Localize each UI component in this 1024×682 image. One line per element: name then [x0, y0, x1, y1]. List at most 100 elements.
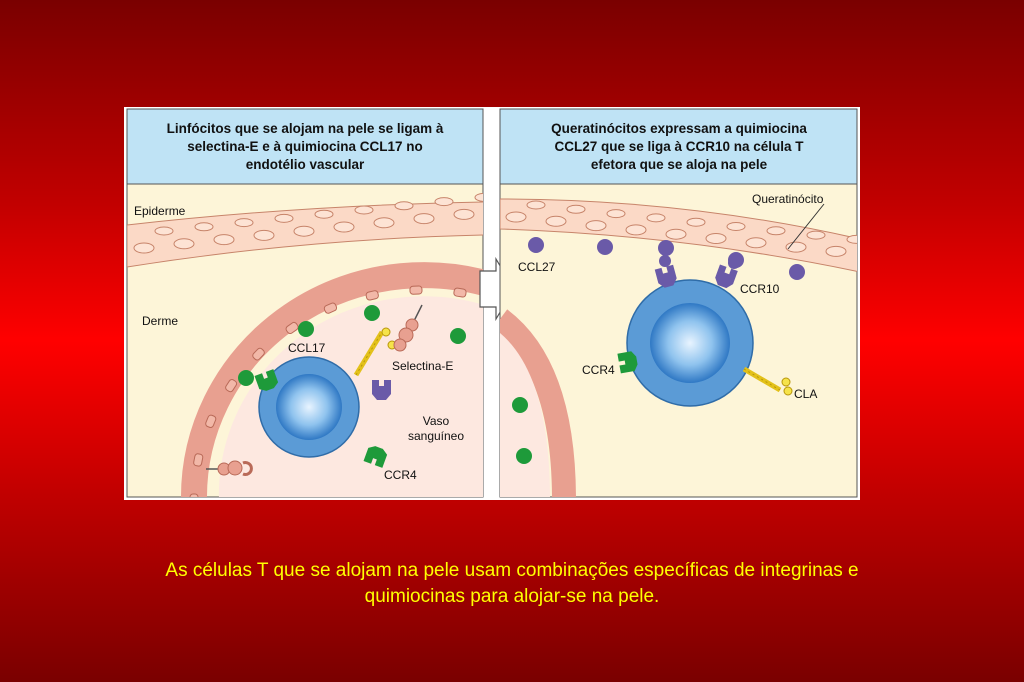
ccr10-label: CCR10 [740, 282, 780, 296]
ccr4-receptor-right [617, 351, 638, 374]
e-selectin [206, 460, 253, 476]
right-title-line-1: Queratinócitos expressam a quimiocina [551, 121, 807, 136]
cell-nucleus [474, 192, 483, 202]
left-title-line-1: Linfócitos que se alojam na pele se liga… [167, 121, 444, 136]
endothelial-cell [225, 379, 238, 393]
cla-label: CLA [794, 387, 817, 401]
cell-nucleus [646, 213, 666, 223]
caption: As células T que se alojam na pele usam … [40, 558, 984, 610]
endothelial-cell [409, 285, 423, 295]
vessel-lumen-right [500, 333, 550, 497]
ccr4-label-right: CCR4 [582, 363, 615, 377]
cell-nucleus [806, 230, 826, 240]
right-panel: Queratinócitos expressam a quimiocina CC… [499, 108, 858, 498]
ccl17-chemokine [364, 305, 380, 321]
ccr4-receptor [363, 446, 388, 468]
epidermis-label: Epiderme [134, 204, 186, 218]
ccl17-chemokine [512, 397, 528, 413]
cell-nucleus [173, 238, 195, 250]
ccl27-label: CCL27 [518, 260, 556, 274]
ccl17-chemokine [298, 321, 314, 337]
cell-nucleus [566, 204, 586, 214]
cell-nucleus [545, 215, 567, 227]
cell-nucleus [394, 201, 414, 211]
cell-nucleus [665, 228, 687, 240]
ccl27-chemokine [597, 239, 613, 255]
vessel-label-1: Vaso [423, 414, 450, 428]
endothelial-cell [365, 290, 379, 301]
figure: Linfócitos que se alojam na pele se liga… [124, 107, 860, 500]
cell-nucleus [373, 217, 395, 229]
endothelial-cell [323, 302, 338, 314]
cell-nucleus [705, 233, 727, 244]
right-title-line-3: efetora que se aloja na pele [591, 157, 768, 172]
left-header [126, 108, 484, 185]
left-title-line-2: selectina-E e à quimiocina CCL17 no [187, 139, 423, 154]
ccl27-chemokine [528, 237, 544, 253]
keratinocyte-label: Queratinócito [752, 192, 824, 206]
vessel-wall [181, 262, 483, 497]
cell-nucleus [333, 221, 355, 233]
cell-nucleus [293, 225, 315, 237]
endothelial-cell [193, 453, 204, 467]
cell-nucleus [585, 220, 607, 232]
cell-nucleus [625, 224, 647, 236]
cell-nucleus [234, 218, 254, 228]
e-selectin [393, 304, 423, 352]
cell-nucleus [606, 209, 626, 219]
cla-ligand [742, 366, 793, 396]
endothelial-cell [205, 414, 217, 428]
keratinocyte-pointer [787, 203, 825, 250]
cell-nucleus [686, 217, 706, 227]
ccl27-chemokine [789, 264, 805, 280]
cell-nucleus [354, 205, 374, 215]
cell-nucleus [314, 209, 334, 219]
endothelial-cell [453, 287, 467, 298]
ccr10-receptor [715, 264, 738, 289]
cell-nucleus [453, 208, 475, 220]
cell-nucleus [726, 222, 746, 231]
right-title-line-2: CCL27 que se liga à CCR10 na célula T [554, 139, 804, 154]
endothelial-cells [189, 285, 467, 497]
cell-nucleus [825, 245, 847, 257]
endothelial-cell [285, 321, 299, 335]
ccr4-receptor [254, 369, 279, 391]
effector-t-cell-nucleus [650, 303, 730, 383]
cell-nucleus [745, 237, 767, 249]
vessel-wall-right [500, 309, 576, 497]
ligand-receptor [372, 380, 391, 400]
e-selectin-label: Selectina-E [392, 359, 453, 373]
caption-line-1: As células T que se alojam na pele usam … [165, 560, 859, 581]
lymphocyte-nucleus [276, 374, 342, 440]
ccr4-label-left: CCR4 [384, 468, 417, 482]
ccl27-bound [659, 255, 671, 267]
cell-nucleus [766, 226, 786, 236]
cell-nucleus [194, 222, 214, 232]
cell-nucleus [505, 211, 527, 223]
cell-nucleus [413, 213, 435, 225]
keratinocyte-cells-right [505, 200, 857, 257]
right-header [499, 108, 858, 185]
cell-nucleus [274, 213, 294, 223]
ccl17-chemokine [450, 328, 466, 344]
ccl27-chemokine [658, 240, 674, 256]
cell-nucleus [213, 234, 235, 246]
ccl27-bound [728, 257, 740, 269]
dermis-label: Derme [142, 314, 178, 328]
ccl17-label: CCL17 [288, 341, 326, 355]
keratinocyte-cells-left [133, 192, 483, 254]
cell-nucleus [846, 234, 857, 244]
left-panel: Linfócitos que se alojam na pele se liga… [126, 108, 484, 498]
caption-line-2: quimiocinas para alojar-se na pele. [364, 586, 660, 607]
left-title-line-3: endotélio vascular [246, 157, 365, 172]
cell-nucleus [434, 197, 454, 207]
vessel-label-2: sanguíneo [408, 429, 464, 443]
cell-nucleus [526, 200, 546, 210]
cell-nucleus [253, 229, 275, 241]
figure-svg: Linfócitos que se alojam na pele se liga… [126, 108, 858, 498]
cell-nucleus [154, 226, 174, 236]
ccr10-receptor [654, 264, 677, 288]
endothelial-cell [189, 493, 199, 497]
ccl17-chemokine [516, 448, 532, 464]
endothelial-cell [252, 347, 265, 361]
